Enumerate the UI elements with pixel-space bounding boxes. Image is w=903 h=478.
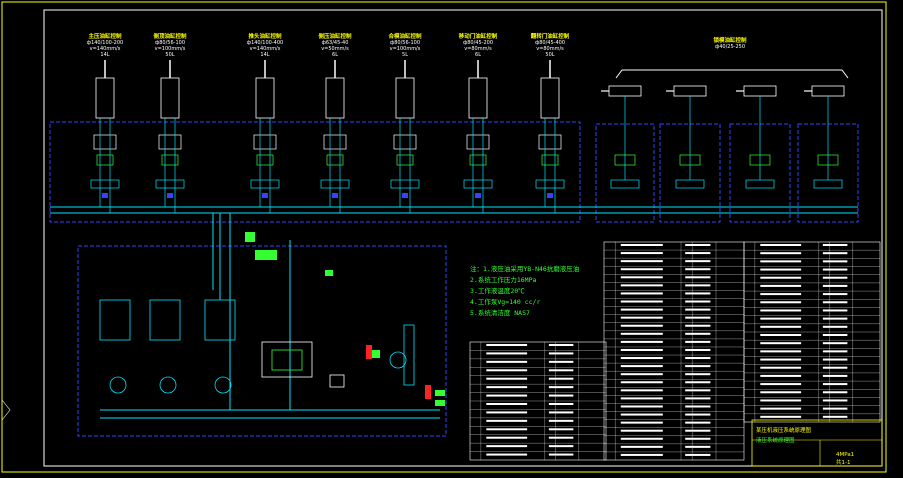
cylinder-label-pos: 50L (545, 52, 555, 58)
parts-table-grid (603, 241, 745, 461)
cylinder-label-title: 主压油缸控制 (88, 34, 122, 40)
cylinder-label-spec: ф80/45-200 (462, 40, 494, 46)
cylinder-label-sub: v=50mm/s (321, 46, 349, 52)
cylinder-label-title: 侧顶油缸控制 (153, 34, 187, 40)
cylinder-label-title: 移动门油缸控制 (458, 34, 498, 40)
note-line: 2.系统工作压力16MPa (470, 276, 537, 284)
cylinder-label-title: 合模油缸控制 (388, 34, 422, 40)
cylinder-label-title: 侧压油缸控制 (318, 34, 352, 40)
parts-table-grid (469, 341, 607, 461)
pump-station-region (77, 245, 447, 437)
title-block-project: 某压机液压系统原理图 (756, 428, 812, 434)
note-line: 3.工作液温度20℃ (470, 287, 525, 295)
note-line: 5.系统清洁度 NAS7 (470, 309, 530, 317)
parts-list-tables (469, 241, 881, 461)
pump-station-components (99, 299, 415, 394)
scroll-marker (1, 399, 11, 421)
cylinder-label-title: 推头油缸控制 (248, 34, 282, 40)
cylinder-label-sub: v=80mm/s (464, 46, 492, 52)
cylinder-label-sub: v=140mm/s (89, 46, 121, 52)
cylinder-label-spec: ф140/100-200 (86, 40, 124, 46)
cylinder-label-pos: 14L (100, 52, 110, 58)
cylinder-label-spec: ф40/25-250 (714, 44, 746, 50)
cylinder-label-pos: 6L (332, 52, 338, 58)
cylinder-label-spec: ф80/56-100 (154, 40, 186, 46)
note-line: 注：1.液压油采用YB-N46抗磨液压油 (470, 265, 580, 273)
cylinder-unit (666, 85, 707, 189)
cylinder-label-pos: 5L (402, 52, 408, 58)
title-block-company: 液压系统原理图 (756, 438, 795, 444)
cylinder-label-sub: v=80mm/s (536, 46, 564, 52)
cylinder-unit (155, 60, 185, 213)
cylinder-label-pos: 14L (260, 52, 270, 58)
cylinder-label-spec: ф63/45-40 (321, 40, 349, 46)
cylinder-unit (804, 85, 845, 189)
actuator-circuit-region (49, 121, 581, 223)
drawing-border-outer (1, 1, 887, 473)
cylinder-label-sub: v=100mm/s (389, 46, 421, 52)
cylinder-label-sub: v=140mm/s (249, 46, 281, 52)
title-block-sheet: 4MPa1共1-1 (836, 452, 855, 466)
cylinder-unit (463, 60, 493, 213)
cylinder-unit (535, 60, 565, 213)
pump-station-accents (366, 345, 431, 399)
technical-notes: 注：1.液压油采用YB-N46抗磨液压油 2.系统工作压力16MPa 3.工作液… (470, 264, 610, 319)
title-block: 某压机液压系统原理图 液压系统原理图 4MPa1共1-1 (756, 426, 854, 466)
cylinder-label-spec: ф80/56-100 (389, 40, 421, 46)
cylinder-label-title: 翻转门油缸控制 (530, 34, 570, 40)
title-block-frame (751, 419, 883, 467)
cylinder-label-pos: 50L (165, 52, 175, 58)
cylinder-label-pos: 6L (475, 52, 481, 58)
cylinder-symbols (90, 60, 845, 213)
cylinder-unit (250, 60, 280, 213)
cylinder-group-bracket (615, 69, 849, 79)
cylinder-unit (601, 85, 642, 189)
cylinder-label-spec: ф140/100-400 (246, 40, 284, 46)
drawing-border-inner (43, 9, 883, 467)
cylinder-unit (320, 60, 350, 213)
cylinder-label-spec: ф80/45-400 (534, 40, 566, 46)
cylinder-label-title: 锁模油缸控制 (713, 38, 747, 44)
pump-station-valves (245, 232, 445, 406)
cylinder-unit (390, 60, 420, 213)
note-line: 4.工作泵Vg=140 cc/r (470, 298, 541, 306)
cylinder-unit (90, 60, 120, 213)
cylinder-label-sub: v=100mm/s (154, 46, 186, 52)
main-lines (50, 206, 858, 419)
cylinder-unit (736, 85, 777, 189)
parts-table-grid (743, 241, 881, 423)
